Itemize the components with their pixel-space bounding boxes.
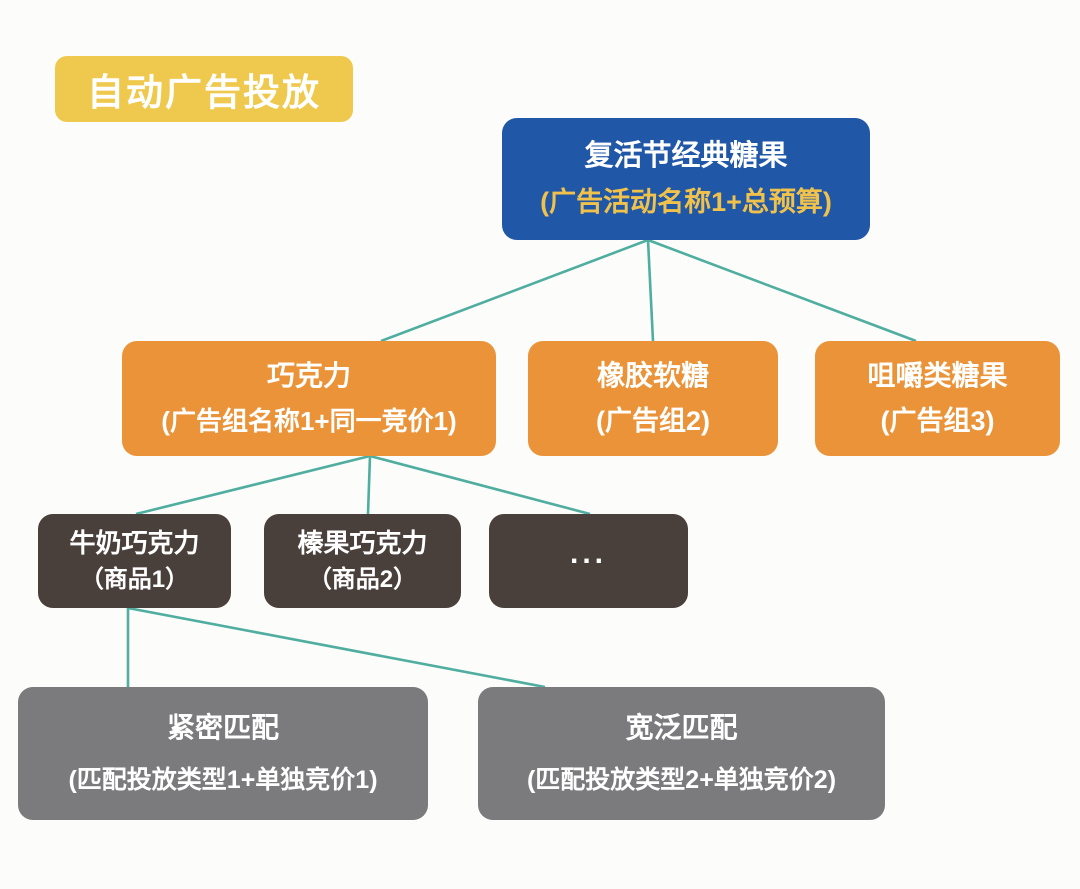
connector-adgroup1-product2 <box>366 455 372 515</box>
ad-group-1-node: 巧克力 (广告组名称1+同一竞价1) <box>122 341 496 456</box>
ad-group-2-subtitle: (广告组2) <box>596 406 710 437</box>
ad-group-3-title: 咀嚼类糖果 <box>867 359 1008 391</box>
connector-group <box>126 238 917 689</box>
connector-campaign-adgroup1 <box>380 238 649 343</box>
match-type-2-node: 宽泛匹配 (匹配投放类型2+单独竞价2) <box>478 687 885 820</box>
connector-adgroup1-product3 <box>369 454 591 516</box>
product-1-subtitle: （商品1） <box>79 565 190 593</box>
product-2-subtitle: （商品2） <box>307 565 418 593</box>
product-1-node: 牛奶巧克力 （商品1） <box>38 514 231 608</box>
product-2-node: 榛果巧克力 （商品2） <box>264 514 461 608</box>
match-type-1-node: 紧密匹配 (匹配投放类型1+单独竞价1) <box>18 687 428 820</box>
connector-campaign-adgroup2 <box>646 239 655 342</box>
campaign-title: 复活节经典糖果 <box>584 140 788 173</box>
match-type-1-title: 紧密匹配 <box>166 712 279 744</box>
ad-group-2-title: 橡胶软糖 <box>596 359 709 391</box>
campaign-node: 复活节经典糖果 (广告活动名称1+总预算) <box>502 118 870 240</box>
auto-ads-badge: 自动广告投放 <box>55 56 353 122</box>
ad-group-3-subtitle: (广告组3) <box>880 406 995 437</box>
product-2-title: 榛果巧克力 <box>297 527 428 558</box>
connector-product1-match2 <box>127 606 546 689</box>
campaign-subtitle: (广告活动名称1+总预算) <box>540 186 832 217</box>
match-type-1-subtitle: (匹配投放类型1+单独竞价1) <box>68 766 378 795</box>
ad-group-2-node: 橡胶软糖 (广告组2) <box>528 341 778 456</box>
connector-adgroup1-product1 <box>135 454 371 516</box>
product-1-title: 牛奶巧克力 <box>69 527 200 558</box>
ad-group-1-subtitle: (广告组名称1+同一竞价1) <box>161 405 457 436</box>
match-type-2-title: 宽泛匹配 <box>625 712 738 744</box>
connector-campaign-adgroup3 <box>647 238 917 343</box>
ad-group-3-node: 咀嚼类糖果 (广告组3) <box>815 341 1060 456</box>
ad-group-1-title: 巧克力 <box>266 360 351 392</box>
match-type-2-subtitle: (匹配投放类型2+单独竞价2) <box>526 766 837 795</box>
product-ellipsis-title: ... <box>569 537 607 570</box>
product-ellipsis-node: ... <box>489 514 688 608</box>
